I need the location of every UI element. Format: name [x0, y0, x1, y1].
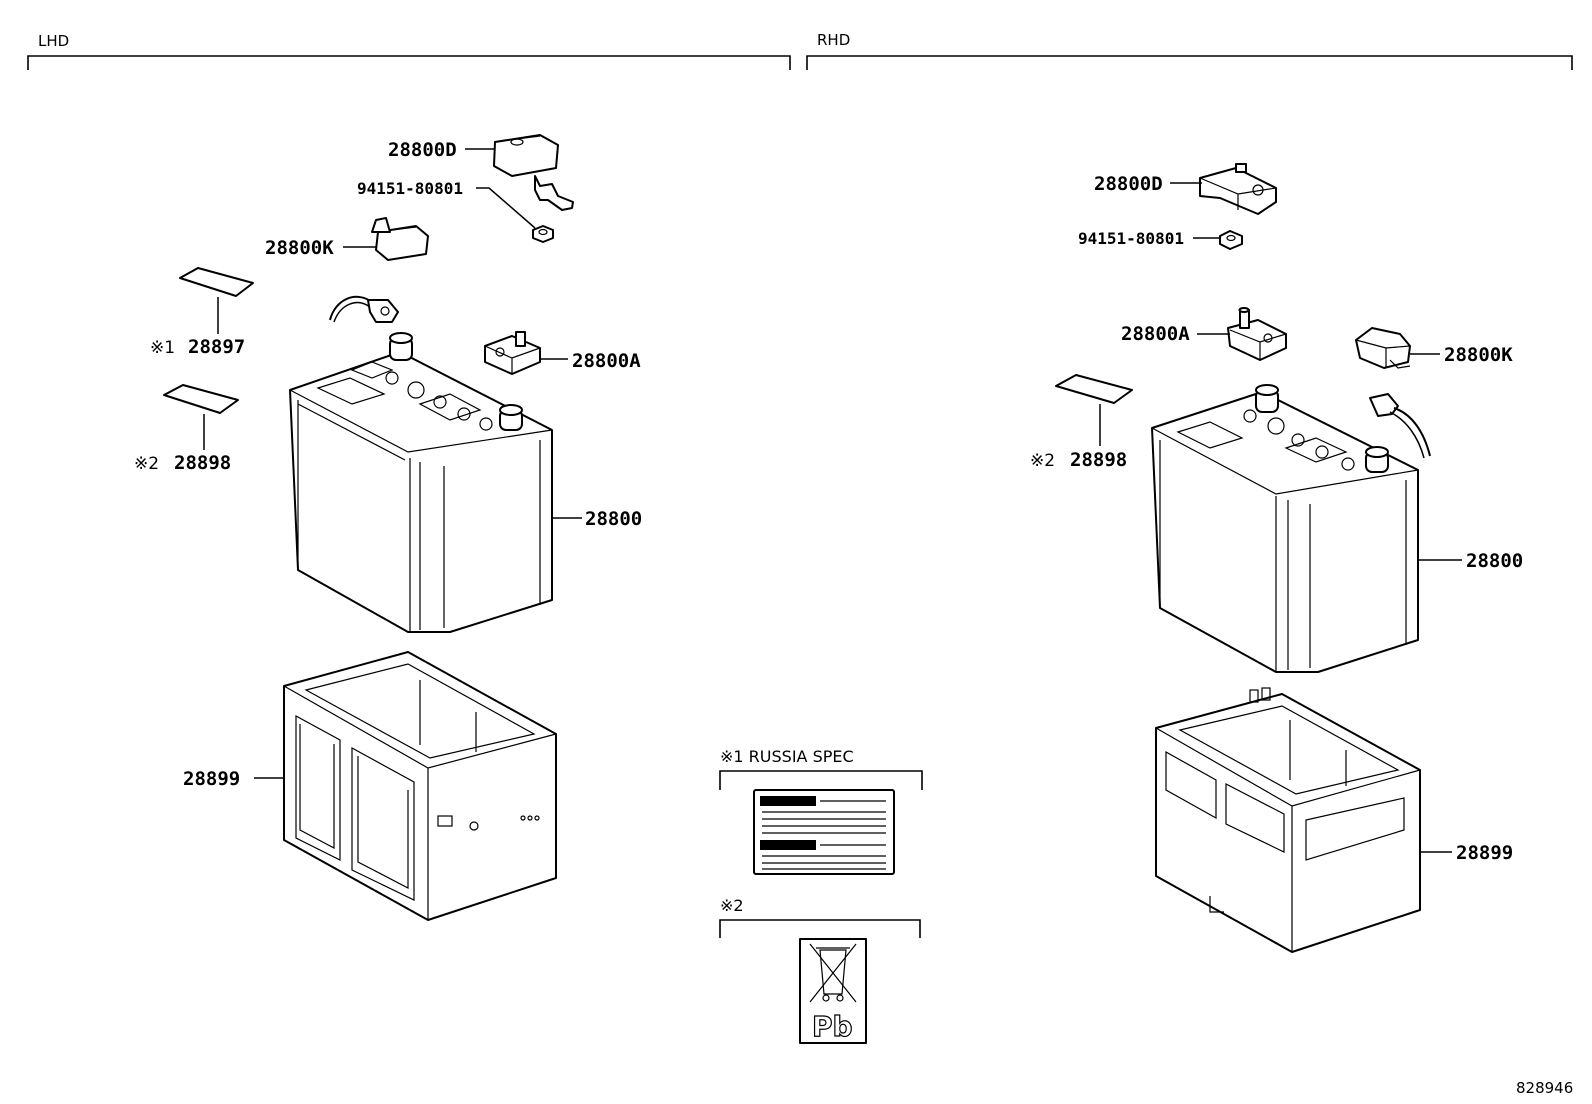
rhd-label-2-number: 28898 — [1070, 449, 1127, 471]
lhd-label-1-mark: ※1 — [150, 338, 175, 358]
lhd-label-2-number: 28898 — [174, 452, 231, 474]
lhd-label-2-mark: ※2 — [134, 454, 159, 474]
russia-spec-label-illustration — [753, 789, 895, 875]
lhd-nut[interactable] — [532, 225, 554, 243]
rhd-label-battery: 28800 — [1466, 550, 1523, 572]
note-2-bracket — [719, 919, 921, 938]
lhd-label-battery: 28800 — [585, 508, 642, 530]
note-1-title: ※1 RUSSIA SPEC — [720, 747, 854, 766]
section-rhd-title: RHD — [817, 31, 850, 49]
rhd-label-cover-d: 28800D — [1094, 173, 1163, 195]
lhd-label-sticker-1[interactable] — [179, 267, 254, 297]
pb-recycle-label-illustration: Pb — [799, 938, 867, 1044]
lhd-terminal-cover-k[interactable] — [371, 217, 429, 261]
lhd-battery[interactable] — [289, 332, 553, 633]
rhd-battery-cable[interactable] — [1369, 393, 1431, 459]
rhd-terminal-clamp-a[interactable] — [1227, 307, 1287, 361]
lhd-battery-tray[interactable] — [283, 651, 557, 921]
lhd-label-1-number: 28897 — [188, 336, 245, 358]
rhd-label-nut: 94151-80801 — [1078, 229, 1184, 248]
lhd-label-cover-k: 28800K — [265, 237, 334, 259]
lhd-terminal-cover-d[interactable] — [493, 134, 574, 211]
note-2-title: ※2 — [720, 896, 744, 915]
note-1-bracket — [719, 770, 923, 790]
lhd-label-sticker-2[interactable] — [163, 384, 239, 414]
lhd-label-tray: 28899 — [183, 768, 240, 790]
rhd-terminal-cover-k[interactable] — [1355, 327, 1411, 369]
lhd-leader-nut — [476, 187, 536, 229]
pb-symbol: Pb — [812, 1010, 853, 1043]
rhd-label-tray: 28899 — [1456, 842, 1513, 864]
rhd-label-sticker-2[interactable] — [1055, 374, 1133, 404]
lhd-label-clamp-a: 28800A — [572, 350, 641, 372]
lhd-label-nut: 94151-80801 — [357, 179, 463, 198]
rhd-terminal-cover-d[interactable] — [1199, 163, 1277, 215]
section-lhd-title: LHD — [38, 32, 69, 50]
lhd-label-cover-d: 28800D — [388, 139, 457, 161]
rhd-label-2-mark: ※2 — [1030, 451, 1055, 471]
rhd-label-clamp-a: 28800A — [1121, 323, 1190, 345]
lhd-battery-cable[interactable] — [329, 295, 399, 323]
section-rhd-bracket — [806, 55, 1573, 70]
rhd-label-cover-k: 28800K — [1444, 344, 1513, 366]
lhd-terminal-clamp-a[interactable] — [484, 331, 541, 375]
diagram-id: 828946 — [1516, 1079, 1573, 1097]
rhd-battery-tray[interactable] — [1155, 687, 1421, 953]
section-lhd-bracket — [27, 55, 791, 70]
rhd-nut[interactable] — [1219, 230, 1243, 250]
rhd-battery[interactable] — [1151, 384, 1419, 673]
